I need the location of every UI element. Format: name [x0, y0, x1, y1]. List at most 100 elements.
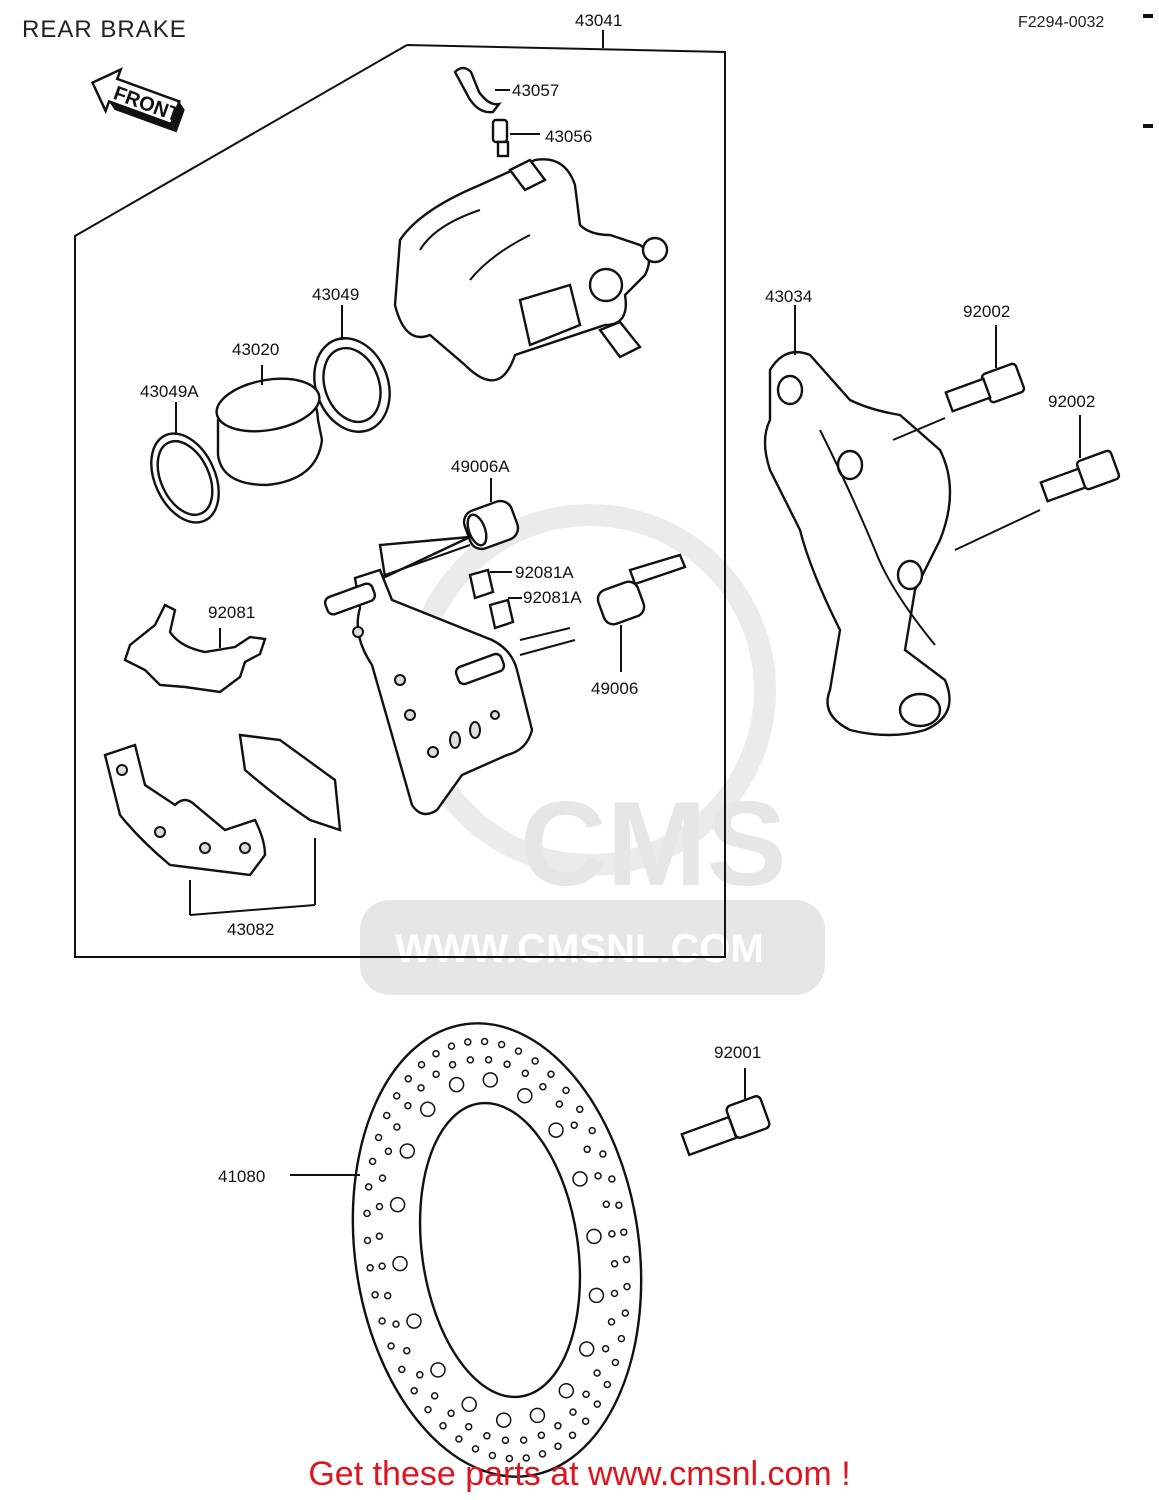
disc-hole — [601, 1344, 610, 1353]
disc-hole — [617, 1334, 626, 1343]
callout-43034: 43034 — [765, 287, 812, 306]
footer-promo-text: Get these parts at www.cmsnl.com ! — [308, 1455, 851, 1493]
disc-hole — [378, 1317, 386, 1325]
disc-hole — [374, 1133, 383, 1142]
callout-92081A-upper: 92081A — [515, 563, 574, 582]
disc-hole — [419, 1101, 436, 1118]
disc-hole — [383, 1291, 392, 1300]
disc-hole — [610, 1260, 619, 1268]
disc-hole — [447, 1409, 455, 1418]
front-arrow: FRONT — [90, 67, 185, 133]
disc-hole — [554, 1422, 562, 1430]
disc-hole — [607, 1318, 616, 1326]
disc-hole — [581, 1417, 590, 1425]
disc-hole — [583, 1145, 591, 1154]
disc-hole — [392, 1255, 408, 1272]
disc-hole — [588, 1287, 605, 1304]
callout-92081A-lower: 92081A — [523, 588, 582, 607]
disc-hole — [399, 1143, 416, 1159]
disc-hole — [417, 1060, 426, 1069]
disc-hole — [615, 1201, 623, 1209]
disc-hole — [539, 1082, 547, 1091]
disc-hole — [517, 1087, 533, 1104]
disc-hole — [392, 1092, 401, 1100]
disc-hole — [448, 1076, 465, 1093]
caliper-body-part — [393, 158, 669, 382]
disc-hole — [608, 1175, 616, 1183]
disc-hole — [482, 1072, 499, 1088]
disc-hole — [447, 1042, 456, 1050]
disc-hole — [576, 1105, 584, 1114]
disc-hole — [529, 1407, 546, 1424]
disc-hole — [464, 1038, 472, 1046]
callout-43049: 43049 — [312, 285, 359, 304]
disc-hole — [622, 1255, 631, 1264]
disc-hole — [382, 1111, 391, 1120]
disc-hole — [378, 1174, 387, 1182]
brake-disc-part — [290, 1022, 643, 1478]
disc-hole — [430, 1362, 446, 1378]
disc-hole — [570, 1121, 578, 1129]
disc-hole — [464, 1422, 473, 1431]
disc-hole — [495, 1412, 512, 1428]
pad-spring-clip-part-a — [468, 568, 522, 630]
disc-hole — [387, 1342, 395, 1350]
disc-hole — [368, 1157, 377, 1166]
disc-hole — [603, 1380, 612, 1389]
disc-hole — [364, 1183, 373, 1191]
disc-hole — [521, 1069, 530, 1078]
disc-hole — [586, 1228, 602, 1245]
disc-hole — [501, 1436, 510, 1445]
disc-hole — [371, 1291, 379, 1299]
disc-hole — [554, 1442, 562, 1451]
disc-hole — [375, 1232, 384, 1240]
bleeder-valve-part — [491, 118, 540, 158]
caliper-bracket-part — [323, 535, 687, 816]
disc-hole — [404, 1101, 412, 1110]
disc-hole — [461, 1396, 477, 1413]
disc-hole — [378, 1262, 386, 1270]
brake-pads-part — [103, 733, 342, 916]
bleeder-cap-part — [453, 66, 510, 114]
disc-hole — [424, 1405, 432, 1414]
page-title: REAR BRAKE — [22, 16, 187, 43]
boot-part-a — [462, 478, 520, 551]
disc-hole — [392, 1320, 400, 1328]
edge-mark — [1143, 124, 1153, 128]
disc-hole — [572, 1171, 588, 1187]
disc-hole — [417, 1084, 425, 1092]
disc-hole — [620, 1228, 628, 1236]
disc-hole — [547, 1070, 555, 1078]
disc-hole — [384, 1147, 393, 1156]
edge-mark — [1143, 14, 1153, 18]
callout-43056: 43056 — [545, 127, 592, 146]
callout-43049A: 43049A — [140, 382, 199, 401]
callout-92001: 92001 — [714, 1043, 761, 1062]
disc-hole — [430, 1392, 439, 1400]
disc-hole — [497, 1040, 506, 1049]
disc-hole — [599, 1150, 607, 1158]
watermark-url: WWW.CMSNL.COM — [395, 927, 764, 971]
disc-hole — [594, 1172, 602, 1180]
disc-hole — [403, 1346, 411, 1355]
disc-hole — [588, 1126, 596, 1135]
disc-hole — [375, 1202, 384, 1211]
disc-hole — [623, 1282, 631, 1291]
disc-hole — [578, 1341, 595, 1357]
disc-hole — [410, 1386, 418, 1395]
disc-hole — [568, 1431, 577, 1440]
disc-hole — [484, 1055, 493, 1064]
cms-watermark: CMS WWW.CMSNL.COM — [360, 504, 825, 995]
disc-hole — [522, 1454, 530, 1462]
disc-hole — [555, 1100, 564, 1108]
callout-41080: 41080 — [218, 1167, 265, 1186]
bolt-part-92002-1 — [944, 325, 1026, 413]
disc-hole — [505, 1454, 514, 1463]
disc-hole — [439, 1422, 447, 1430]
disc-hole — [466, 1056, 475, 1064]
disc-hole — [531, 1057, 539, 1065]
callout-43082: 43082 — [227, 920, 274, 939]
disc-hole — [558, 1382, 575, 1399]
